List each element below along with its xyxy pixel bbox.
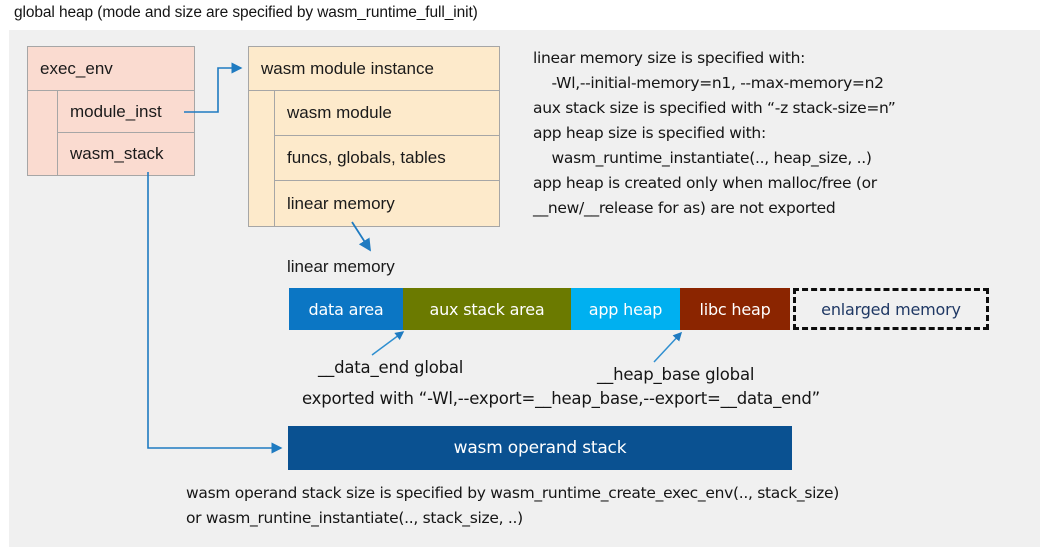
memory-segment-app-heap: app heap <box>571 288 680 330</box>
exec-env-field-module-inst: module_inst <box>58 91 194 133</box>
module-instance-gutter <box>249 91 275 226</box>
linear-memory-notes: linear memory size is specified with: -W… <box>533 49 896 217</box>
module-instance-field-wasm-module: wasm module <box>275 91 499 136</box>
wasm-operand-stack-box: wasm operand stack <box>288 426 792 470</box>
memory-segment-data-area: data area <box>289 288 403 330</box>
linear-memory-bar: data area aux stack area app heap libc h… <box>289 288 989 330</box>
exec-env-box: exec_env module_inst wasm_stack <box>27 46 195 176</box>
exec-env-body: module_inst wasm_stack <box>28 91 194 175</box>
module-instance-body: wasm module funcs, globals, tables linea… <box>249 91 499 226</box>
page-title: global heap (mode and size are specified… <box>14 4 478 21</box>
module-instance-fields: wasm module funcs, globals, tables linea… <box>275 91 499 226</box>
exec-env-fields: module_inst wasm_stack <box>58 91 194 175</box>
annotation-exported-flags: exported with “-Wl,--export=__heap_base,… <box>302 389 820 408</box>
wasm-module-instance-box: wasm module instance wasm module funcs, … <box>248 46 500 227</box>
linear-memory-label: linear memory <box>287 257 395 276</box>
exec-env-gutter <box>28 91 58 175</box>
annotation-data-end: __data_end global <box>318 358 464 377</box>
memory-segment-enlarged-memory: enlarged memory <box>793 288 989 330</box>
exec-env-header: exec_env <box>28 47 194 91</box>
module-instance-header: wasm module instance <box>249 47 499 91</box>
module-instance-field-linear-memory: linear memory <box>287 193 395 213</box>
operand-stack-notes: wasm operand stack size is specified by … <box>186 484 839 527</box>
module-instance-field-funcs-globals-tables: funcs, globals, tables <box>275 136 499 181</box>
memory-segment-aux-stack-area: aux stack area <box>403 288 571 330</box>
annotation-heap-base: __heap_base global <box>597 365 755 384</box>
exec-env-field-wasm-stack: wasm_stack <box>70 144 164 163</box>
memory-segment-libc-heap: libc heap <box>680 288 790 330</box>
